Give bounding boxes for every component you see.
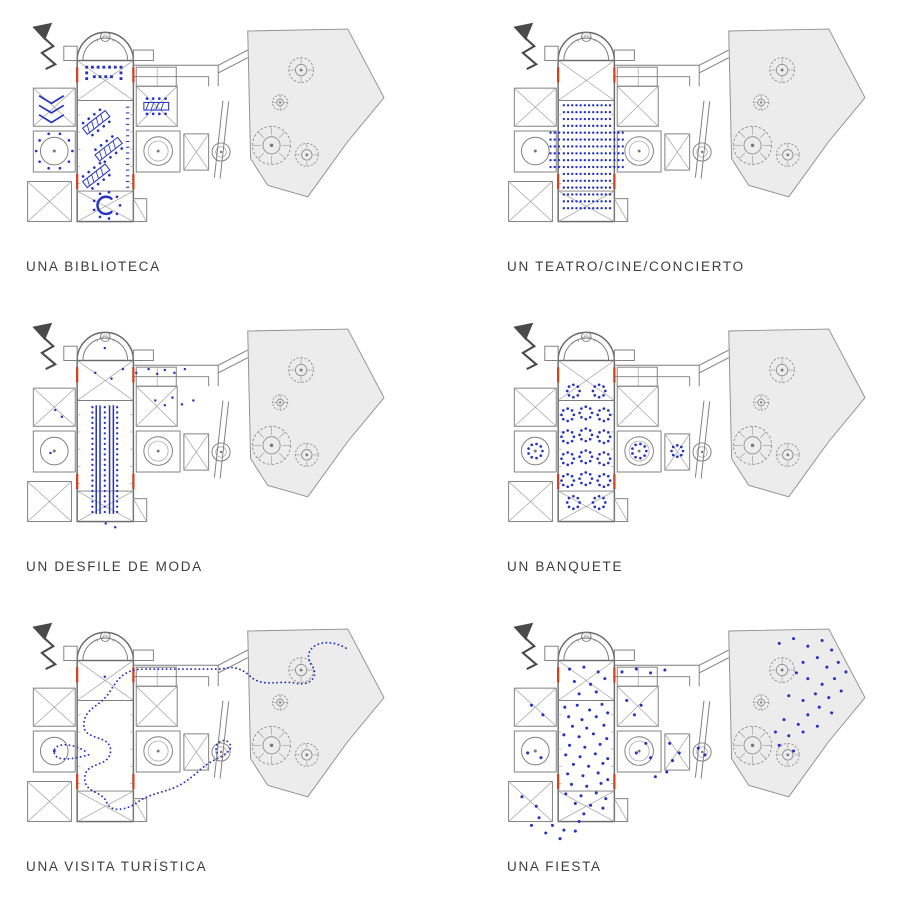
floor-plan-teatro <box>507 22 867 223</box>
base-plan <box>507 622 867 823</box>
scenario-label: UN TEATRO/CINE/CONCIERTO <box>507 259 745 274</box>
scenario-panel-teatro: UN TEATRO/CINE/CONCIERTO <box>451 4 902 304</box>
base-plan <box>26 622 386 823</box>
activity-overlay <box>549 104 624 210</box>
floor-plan-fiesta <box>507 622 867 841</box>
scenario-label: UNA FIESTA <box>507 859 602 874</box>
scenario-panel-biblioteca: UNA BIBLIOTECA <box>0 4 451 304</box>
scenario-panel-visita: UNA VISITA TURÍSTICA <box>0 604 451 904</box>
scenario-panel-fiesta: UNA FIESTA <box>451 604 902 904</box>
floor-plan-desfile <box>26 322 386 529</box>
floor-plan-biblioteca <box>26 22 386 223</box>
activity-overlay <box>527 383 685 511</box>
activity-overlay <box>53 641 347 811</box>
base-plan <box>507 322 867 523</box>
activity-overlay <box>520 637 848 841</box>
scenario-label: UN DESFILE DE MODA <box>26 559 203 574</box>
scenario-label: UNA VISITA TURÍSTICA <box>26 859 208 874</box>
base-plan <box>507 22 867 223</box>
scenario-panel-banquete: UN BANQUETE <box>451 304 902 604</box>
base-plan <box>26 322 386 523</box>
scenario-label: UN BANQUETE <box>507 559 624 574</box>
scenario-label: UNA BIBLIOTECA <box>26 259 161 274</box>
floor-plan-visita <box>26 622 386 823</box>
activity-overlay <box>34 65 170 220</box>
base-plan <box>26 22 386 223</box>
activity-overlay <box>49 346 195 529</box>
floor-plan-banquete <box>507 322 867 523</box>
scenario-panel-desfile: UN DESFILE DE MODA <box>0 304 451 604</box>
